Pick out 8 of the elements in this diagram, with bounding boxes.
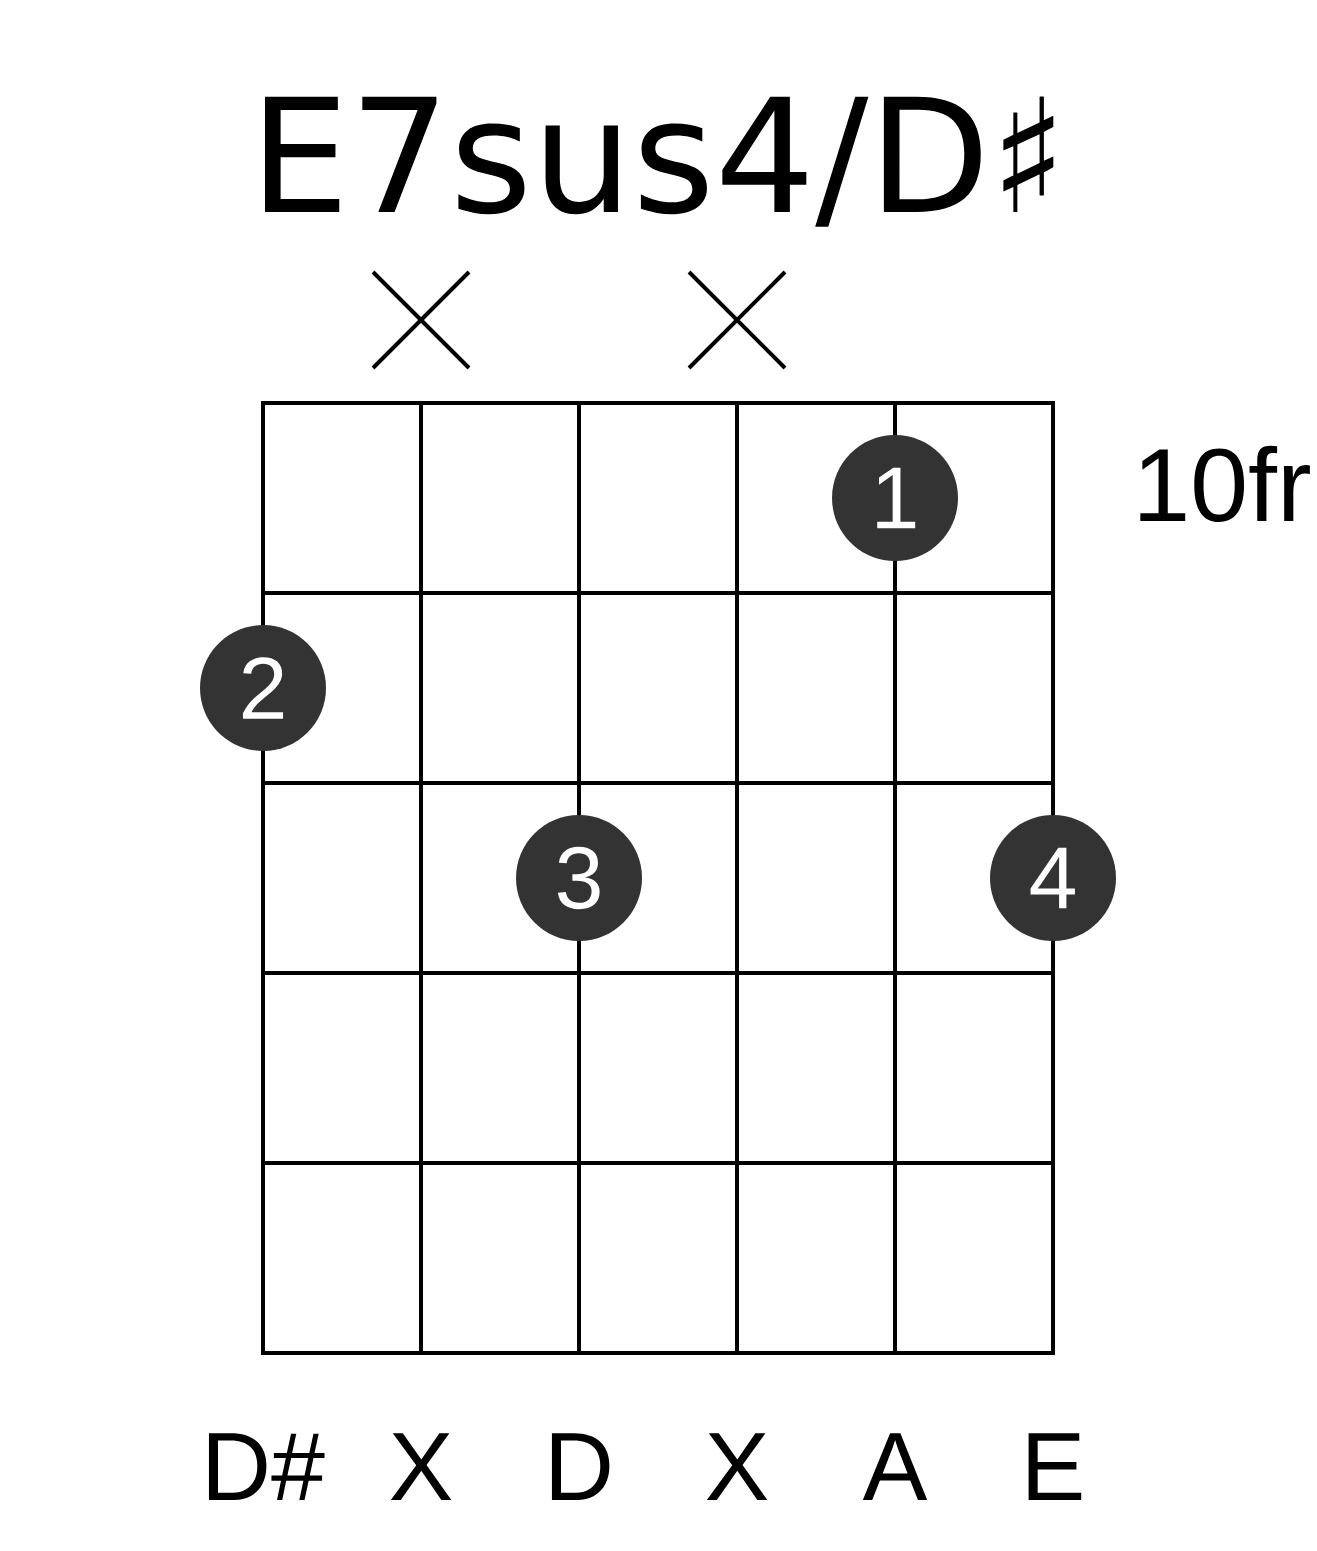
string-note: D	[551, 1433, 610, 1500]
fret-number: 10fr	[1140, 445, 1310, 522]
string-note: E	[1028, 1433, 1082, 1500]
string-note: X	[706, 1433, 768, 1500]
string-note: A	[862, 1433, 928, 1500]
string-note: X	[390, 1433, 452, 1500]
string-note: D#	[208, 1433, 325, 1500]
chord-title: E7sus4/D♯	[265, 96, 1054, 227]
